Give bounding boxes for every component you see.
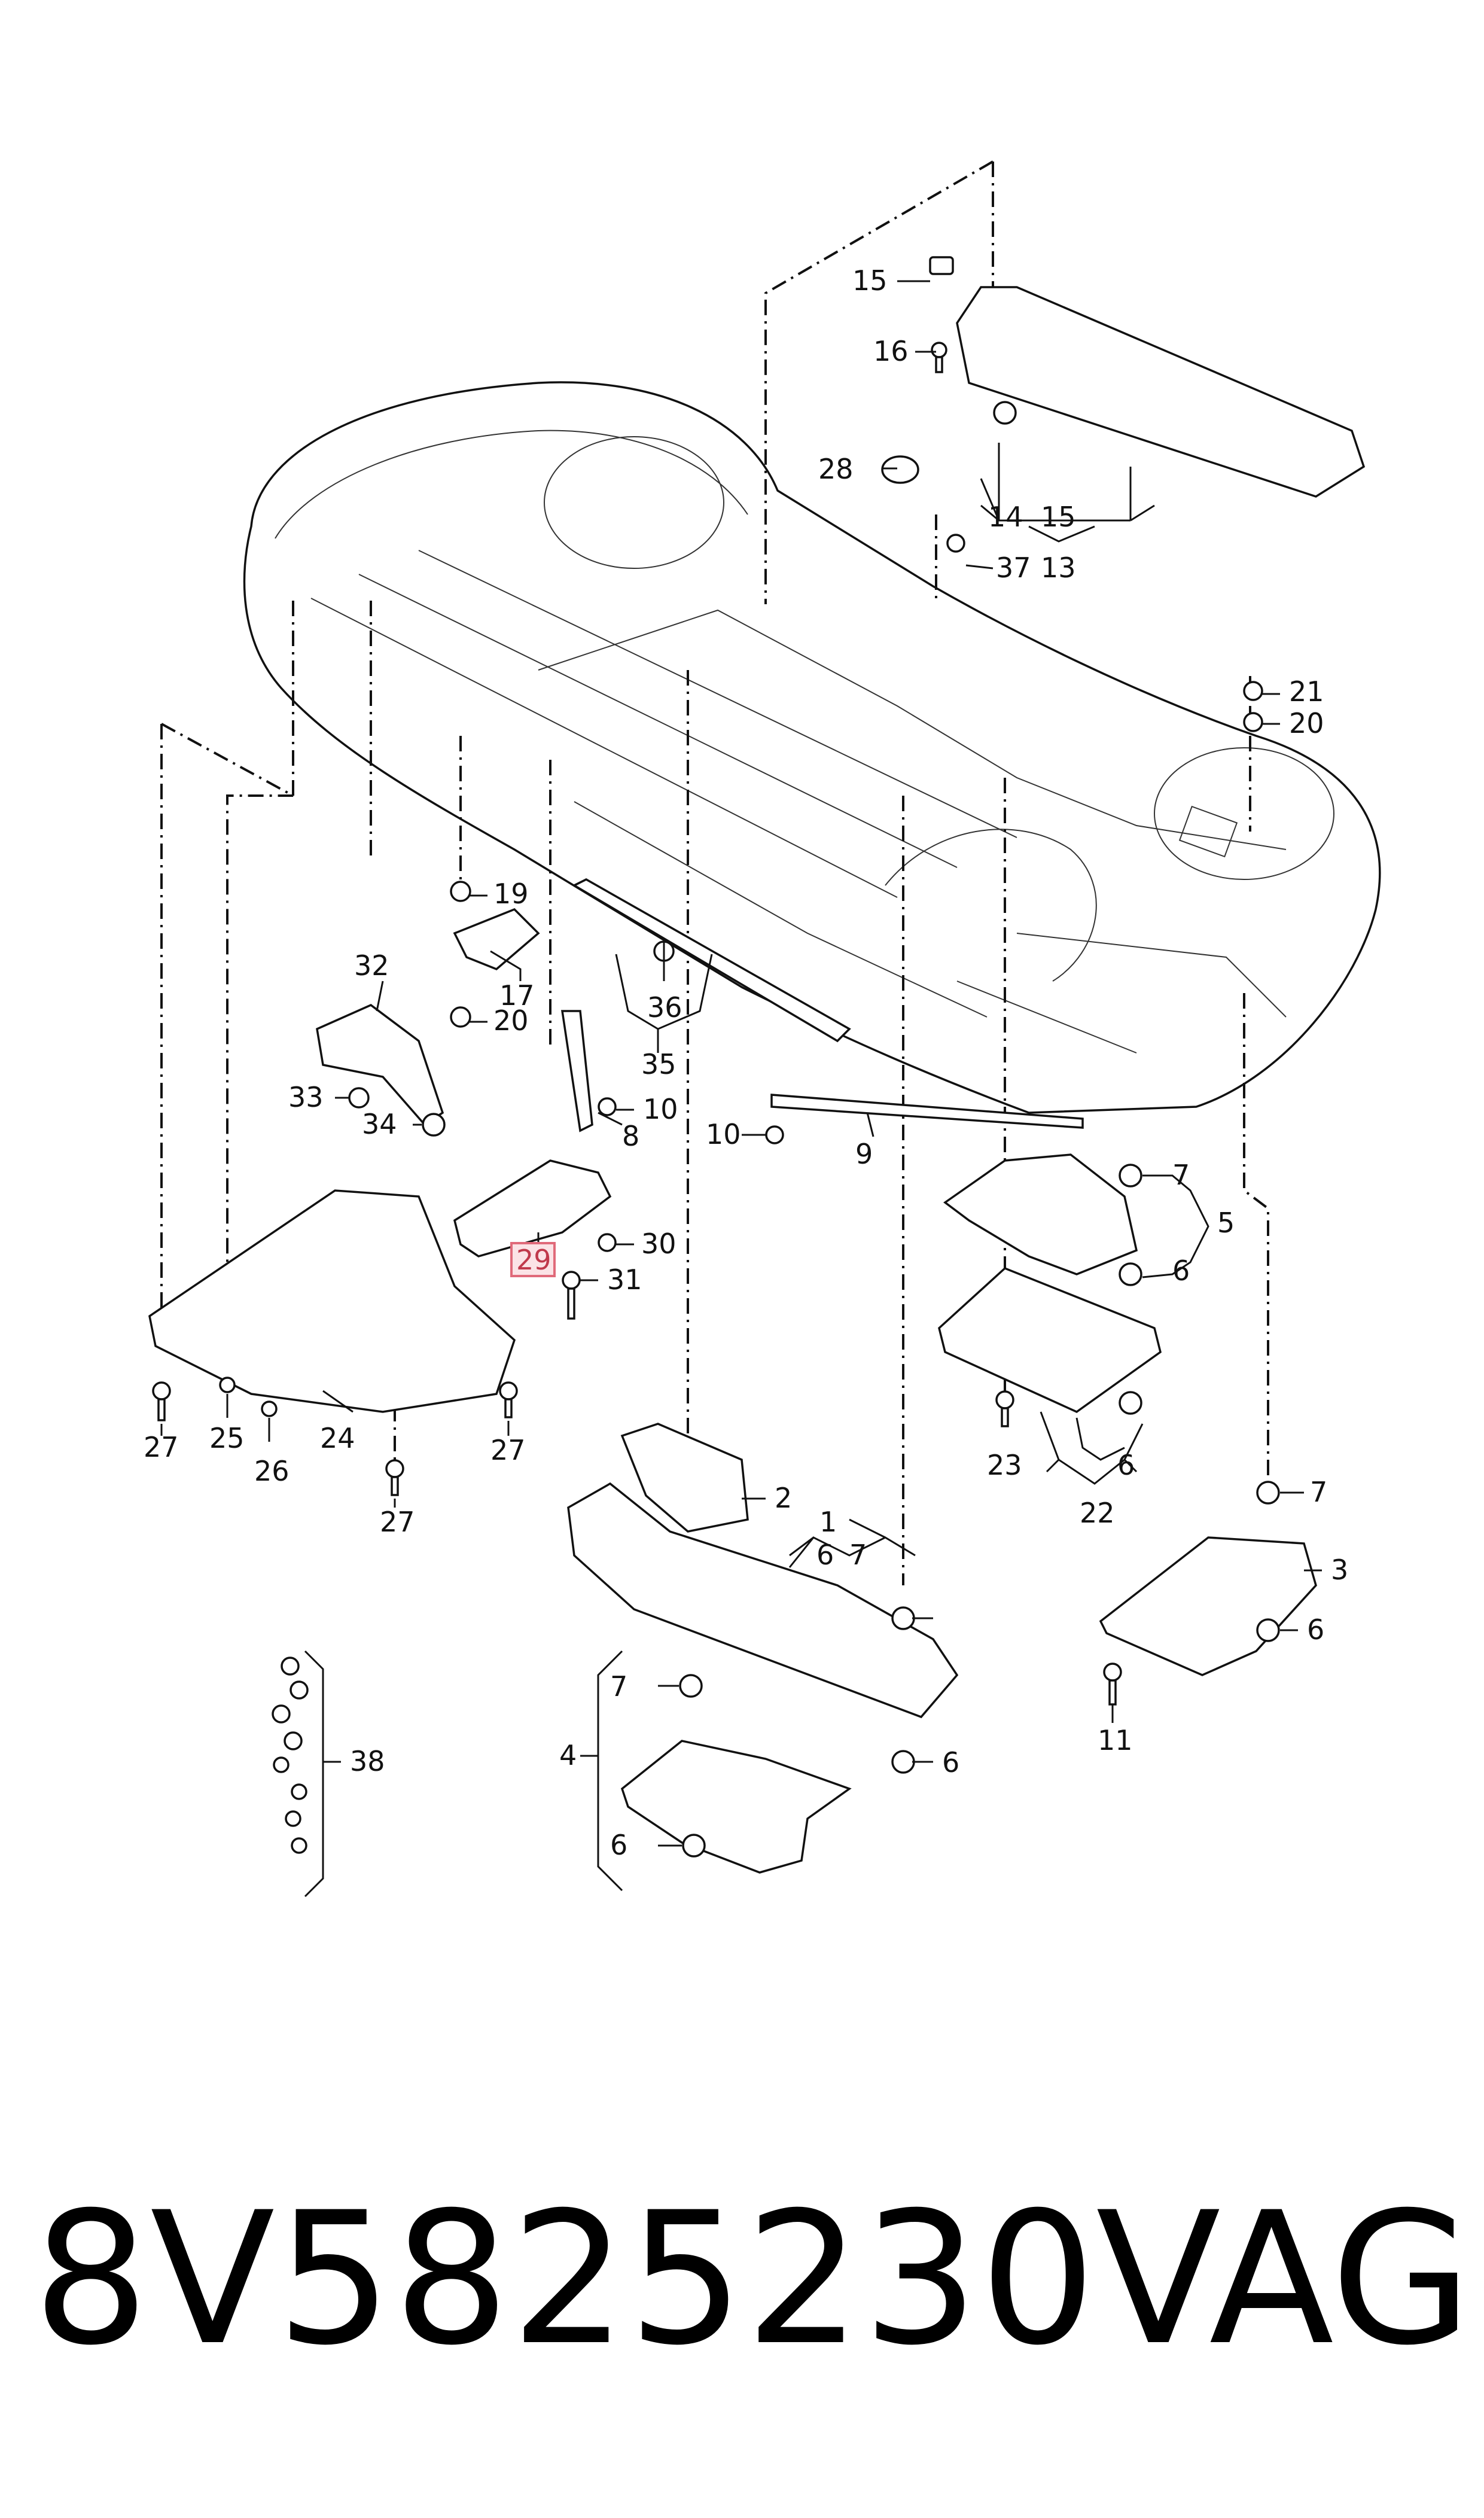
label-17: 17 xyxy=(499,979,535,1012)
part-number-text: 8V5825230 xyxy=(33,2173,1098,2385)
label-20a: 20 xyxy=(493,1004,529,1037)
label-6c: 6 xyxy=(816,1539,834,1571)
label-33: 33 xyxy=(288,1081,324,1113)
label-27c: 27 xyxy=(380,1506,415,1538)
label-1: 1 xyxy=(819,1506,837,1538)
label-8: 8 xyxy=(622,1120,639,1152)
label-13: 13 xyxy=(1041,552,1076,584)
label-4: 4 xyxy=(559,1739,577,1771)
label-3: 3 xyxy=(1331,1554,1348,1586)
label-16: 16 xyxy=(873,335,909,367)
label-24: 24 xyxy=(320,1422,355,1454)
label-6d: 6 xyxy=(1307,1613,1324,1646)
label-30: 30 xyxy=(641,1228,677,1260)
part-29 xyxy=(453,1159,612,1258)
label-11: 11 xyxy=(1098,1724,1133,1756)
label-10b: 10 xyxy=(706,1118,741,1150)
label-19: 19 xyxy=(493,878,529,910)
fasteners xyxy=(152,256,1280,1858)
strip-35 xyxy=(572,878,851,1043)
car-underbody xyxy=(243,381,1381,1114)
label-32: 32 xyxy=(354,949,389,982)
label-7b: 7 xyxy=(1310,1476,1327,1508)
brand-text: VAG xyxy=(1096,2173,1472,2385)
label-7c: 7 xyxy=(849,1539,867,1571)
shield-22 xyxy=(938,1266,1162,1414)
screw-set-38 xyxy=(272,1657,309,1854)
part-8 xyxy=(560,1010,593,1132)
label-6a: 6 xyxy=(1172,1255,1190,1287)
shield-3 xyxy=(1099,1536,1317,1676)
label-22: 22 xyxy=(1080,1497,1115,1529)
label-6f: 6 xyxy=(610,1829,627,1861)
label-26: 26 xyxy=(254,1455,290,1487)
parts xyxy=(148,286,1366,1874)
label-37: 37 xyxy=(996,552,1031,584)
bracket-32 xyxy=(316,1003,444,1126)
shield-1 xyxy=(567,1482,959,1719)
footer: 8V5825230 VAG xyxy=(0,2172,1484,2387)
label-15b: 15 xyxy=(1041,501,1076,533)
label-9: 9 xyxy=(855,1138,873,1170)
label-27a: 27 xyxy=(144,1431,179,1463)
leader-lines xyxy=(160,280,1322,1898)
shield-2 xyxy=(620,1423,749,1533)
shield-5 xyxy=(943,1153,1138,1275)
label-35: 35 xyxy=(641,1048,677,1080)
label-21: 21 xyxy=(1289,675,1324,708)
bar-9 xyxy=(770,1094,1084,1129)
shield-13 xyxy=(956,286,1366,498)
label-6e: 6 xyxy=(942,1746,959,1779)
shield-4 xyxy=(620,1740,852,1874)
label-15a: 15 xyxy=(852,264,888,297)
label-31: 31 xyxy=(607,1263,642,1296)
label-23: 23 xyxy=(987,1449,1022,1481)
label-14: 14 xyxy=(988,501,1023,533)
label-20b: 20 xyxy=(1289,707,1324,739)
label-29: 29 xyxy=(516,1244,551,1276)
label-38: 38 xyxy=(350,1745,385,1777)
label-28: 28 xyxy=(818,453,854,485)
shield-24 xyxy=(148,1189,516,1413)
parts-diagram: 15 16 28 14 15 13 37 21 20 19 32 17 20 3… xyxy=(144,160,1381,1898)
label-7a: 7 xyxy=(1172,1159,1190,1191)
label-25: 25 xyxy=(209,1422,245,1454)
label-34: 34 xyxy=(362,1108,397,1140)
label-5: 5 xyxy=(1217,1207,1235,1239)
label-27b: 27 xyxy=(490,1434,526,1466)
label-7d: 7 xyxy=(610,1670,627,1703)
label-36: 36 xyxy=(647,991,682,1024)
part-labels: 15 16 28 14 15 13 37 21 20 19 32 17 20 3… xyxy=(144,264,1348,1861)
highlight-box-29 xyxy=(510,1242,556,1277)
label-10a: 10 xyxy=(643,1093,678,1125)
label-6b: 6 xyxy=(1117,1449,1135,1481)
bracket-17 xyxy=(453,908,540,971)
label-2: 2 xyxy=(775,1482,792,1514)
